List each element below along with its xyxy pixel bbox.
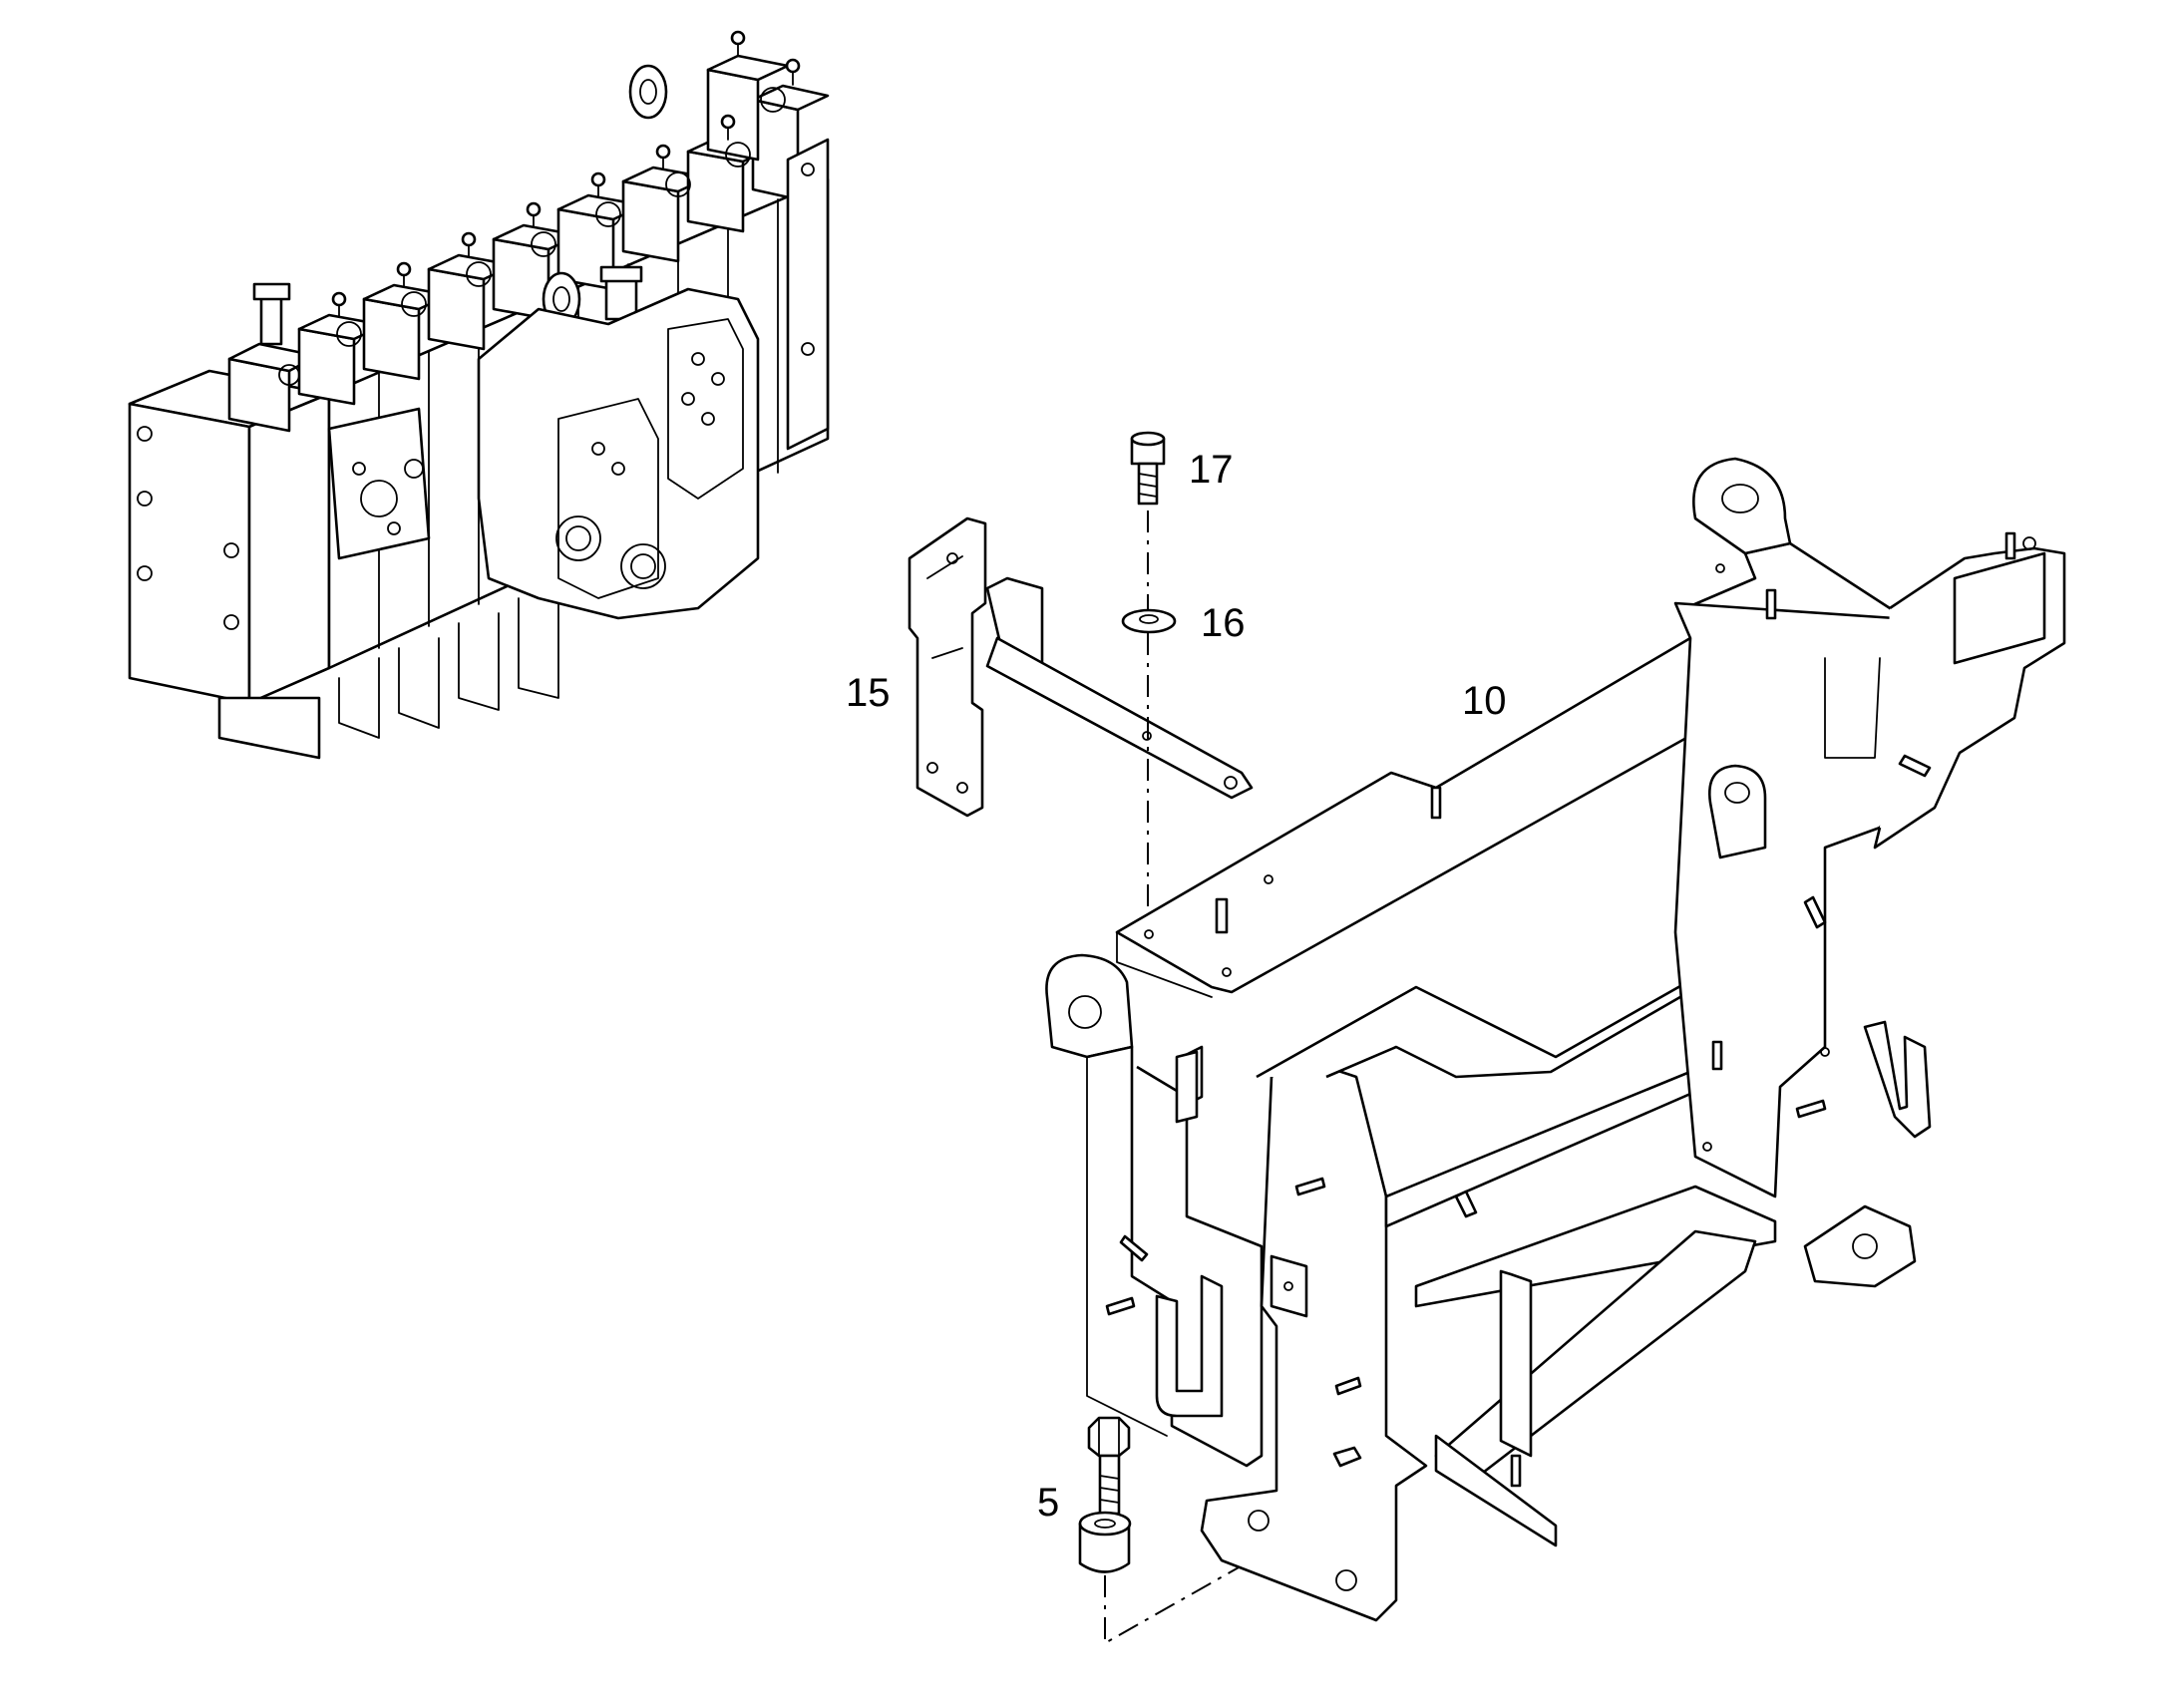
cap-bolts xyxy=(261,30,801,345)
callout-15: 15 xyxy=(846,671,891,715)
bolt-and-spacer-5 xyxy=(1078,1416,1132,1573)
callout-10: 10 xyxy=(1462,679,1507,723)
washer-16 xyxy=(1121,608,1177,634)
bracket-15 xyxy=(908,516,1254,818)
control-valve-assembly xyxy=(128,30,830,760)
mounting-frame-10 xyxy=(1045,457,2066,1622)
frame-studs xyxy=(1105,531,2016,1488)
callout-17: 17 xyxy=(1189,448,1234,492)
callout-16: 16 xyxy=(1201,601,1246,645)
cap-screw-17 xyxy=(1130,431,1166,506)
callout-5: 5 xyxy=(1037,1481,1059,1525)
